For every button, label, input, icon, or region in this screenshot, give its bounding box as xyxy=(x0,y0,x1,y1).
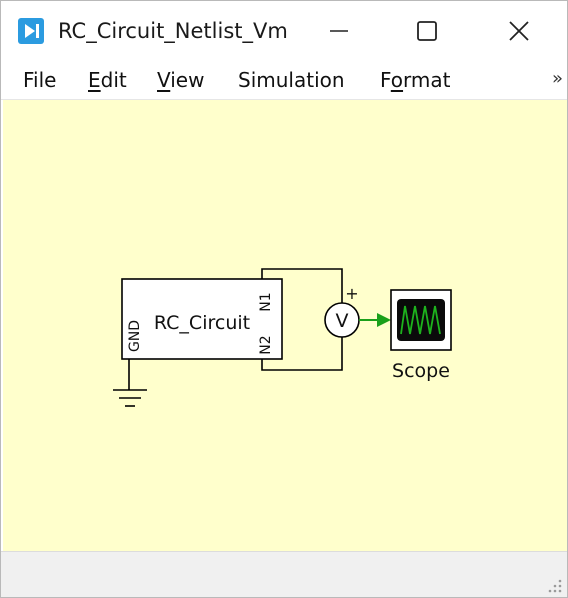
maximize-icon xyxy=(417,21,437,41)
signal-arrow-icon xyxy=(359,313,391,327)
menu-overflow-chevron-icon[interactable]: » xyxy=(551,68,563,89)
rc-circuit-block[interactable]: RC_Circuit N1 N2 GND xyxy=(121,278,283,360)
ground-icon xyxy=(113,389,147,407)
minimize-icon xyxy=(330,30,348,32)
menu-format[interactable]: Format xyxy=(380,66,451,94)
menu-edit-mnemonic: E xyxy=(88,68,101,92)
minimize-button[interactable] xyxy=(316,13,362,49)
menu-format-text-end: rmat xyxy=(403,68,451,92)
maximize-button[interactable] xyxy=(404,13,450,49)
menu-edit[interactable]: Edit xyxy=(88,66,127,94)
status-bar xyxy=(1,551,567,597)
menu-view-mnemonic: V xyxy=(157,68,171,92)
port-n2-label: N2 xyxy=(258,335,274,354)
rc-circuit-label: RC_Circuit xyxy=(154,312,250,334)
menu-view[interactable]: View xyxy=(157,66,204,94)
port-n1-label: N1 xyxy=(258,292,274,311)
voltmeter-plus-sign: + xyxy=(345,284,358,303)
app-icon xyxy=(18,18,44,44)
close-icon xyxy=(509,21,529,41)
menu-bar: File Edit View Simulation Format » xyxy=(1,61,567,100)
connection-wires xyxy=(128,268,343,390)
menu-simulation[interactable]: Simulation xyxy=(238,68,345,92)
menu-view-text: iew xyxy=(170,68,205,92)
voltmeter-symbol: V xyxy=(336,310,349,332)
menu-format-mnemonic: o xyxy=(390,68,404,92)
menu-edit-text: dit xyxy=(100,68,127,92)
title-bar[interactable]: RC_Circuit_Netlist_Vm xyxy=(1,1,567,61)
resize-grip-icon[interactable] xyxy=(545,576,563,594)
port-gnd-label: GND xyxy=(127,320,143,352)
menu-file[interactable]: File xyxy=(23,68,57,92)
model-canvas[interactable]: RC_Circuit N1 N2 GND V + xyxy=(3,100,567,551)
window-title: RC_Circuit_Netlist_Vm xyxy=(58,19,288,43)
close-button[interactable] xyxy=(496,13,542,49)
diagram: RC_Circuit N1 N2 GND V + xyxy=(113,268,452,407)
menu-format-text-start: F xyxy=(380,68,391,92)
scope-waveform-icon xyxy=(400,305,441,335)
scope-label: Scope xyxy=(392,360,450,382)
scope-block[interactable]: Scope xyxy=(390,289,452,382)
